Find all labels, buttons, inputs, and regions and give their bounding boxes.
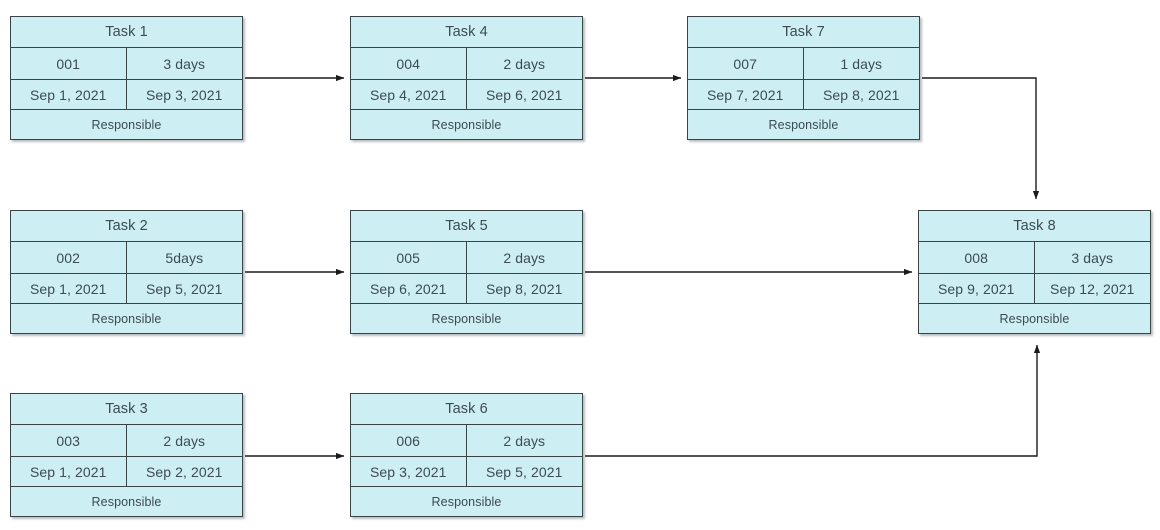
task-date-row: Sep 4, 2021 Sep 6, 2021: [351, 79, 582, 111]
task-start-date: Sep 1, 2021: [11, 456, 127, 487]
task-duration: 2 days: [503, 55, 546, 72]
task-duration: 2 days: [163, 432, 206, 449]
task-responsible-row: Responsible: [11, 487, 242, 516]
task-title: Task 1: [105, 24, 148, 41]
task-responsible-row: Responsible: [351, 110, 582, 139]
task-title: Task 8: [1013, 218, 1056, 235]
task-finish-date: Sep 2, 2021: [145, 463, 223, 480]
task-title: Task 2: [105, 218, 148, 235]
task-title: Task 3: [105, 401, 148, 418]
task-title-row: Task 5: [351, 211, 582, 243]
task-id-duration-row: 001 3 days: [11, 48, 242, 80]
task-start-date: Sep 9, 2021: [919, 273, 1035, 304]
task-id-duration-row: 004 2 days: [351, 48, 582, 80]
task-duration: 2 days: [503, 432, 546, 449]
task-finish-date: Sep 8, 2021: [822, 86, 900, 103]
task-date-row: Sep 3, 2021 Sep 5, 2021: [351, 456, 582, 488]
task-id-duration-row: 005 2 days: [351, 242, 582, 274]
task-responsible-row: Responsible: [11, 304, 242, 333]
task-id-duration-row: 003 2 days: [11, 425, 242, 457]
task-title: Task 7: [782, 24, 825, 41]
task-responsible-row: Responsible: [688, 110, 919, 139]
task-duration: 5days: [165, 249, 204, 266]
task-finish-date: Sep 3, 2021: [145, 86, 223, 103]
task-id-duration-row: 008 3 days: [919, 242, 1150, 274]
task-id: 005: [351, 242, 467, 273]
task-title-row: Task 1: [11, 17, 242, 49]
task-finish-date: Sep 6, 2021: [485, 86, 563, 103]
task-date-row: Sep 6, 2021 Sep 8, 2021: [351, 273, 582, 305]
task-title: Task 5: [445, 218, 488, 235]
task-finish-date: Sep 8, 2021: [485, 280, 563, 297]
task-title-row: Task 3: [11, 394, 242, 426]
task-title-row: Task 7: [688, 17, 919, 49]
task-finish-date: Sep 12, 2021: [1050, 280, 1135, 297]
task-finish-date: Sep 5, 2021: [145, 280, 223, 297]
task-title: Task 6: [445, 401, 488, 418]
connector-task6-to-task8: [585, 344, 1041, 457]
task-title-row: Task 4: [351, 17, 582, 49]
task-id: 006: [351, 425, 467, 456]
task-responsible: Responsible: [91, 117, 162, 132]
task-responsible-row: Responsible: [351, 304, 582, 333]
task-id-duration-row: 007 1 days: [688, 48, 919, 80]
connector-task7-to-task8: [922, 77, 1040, 200]
task-title-row: Task 6: [351, 394, 582, 426]
task-responsible: Responsible: [768, 117, 839, 132]
task-title-row: Task 8: [919, 211, 1150, 243]
task-id-duration-row: 006 2 days: [351, 425, 582, 457]
task-responsible: Responsible: [431, 494, 502, 509]
task-id: 002: [11, 242, 127, 273]
task-start-date: Sep 1, 2021: [11, 79, 127, 110]
task-id-duration-row: 002 5days: [11, 242, 242, 274]
task-title-row: Task 2: [11, 211, 242, 243]
task-duration: 3 days: [1071, 249, 1114, 266]
task-date-row: Sep 1, 2021 Sep 2, 2021: [11, 456, 242, 488]
task-date-row: Sep 1, 2021 Sep 3, 2021: [11, 79, 242, 111]
task-responsible: Responsible: [91, 494, 162, 509]
task-date-row: Sep 9, 2021 Sep 12, 2021: [919, 273, 1150, 305]
task-responsible-row: Responsible: [919, 304, 1150, 333]
task-responsible: Responsible: [431, 117, 502, 132]
task-id: 008: [919, 242, 1035, 273]
task-start-date: Sep 7, 2021: [688, 79, 804, 110]
task-id: 001: [11, 48, 127, 79]
task-id: 004: [351, 48, 467, 79]
task-responsible: Responsible: [999, 311, 1070, 326]
task-duration: 3 days: [163, 55, 206, 72]
task-start-date: Sep 4, 2021: [351, 79, 467, 110]
task-date-row: Sep 7, 2021 Sep 8, 2021: [688, 79, 919, 111]
task-responsible-row: Responsible: [11, 110, 242, 139]
task-id: 003: [11, 425, 127, 456]
task-start-date: Sep 6, 2021: [351, 273, 467, 304]
task-responsible: Responsible: [91, 311, 162, 326]
task-start-date: Sep 3, 2021: [351, 456, 467, 487]
task-id: 007: [688, 48, 804, 79]
task-date-row: Sep 1, 2021 Sep 5, 2021: [11, 273, 242, 305]
task-start-date: Sep 1, 2021: [11, 273, 127, 304]
task-finish-date: Sep 5, 2021: [485, 463, 563, 480]
task-duration: 1 days: [840, 55, 883, 72]
task-responsible-row: Responsible: [351, 487, 582, 516]
task-duration: 2 days: [503, 249, 546, 266]
task-responsible: Responsible: [431, 311, 502, 326]
task-title: Task 4: [445, 24, 488, 41]
